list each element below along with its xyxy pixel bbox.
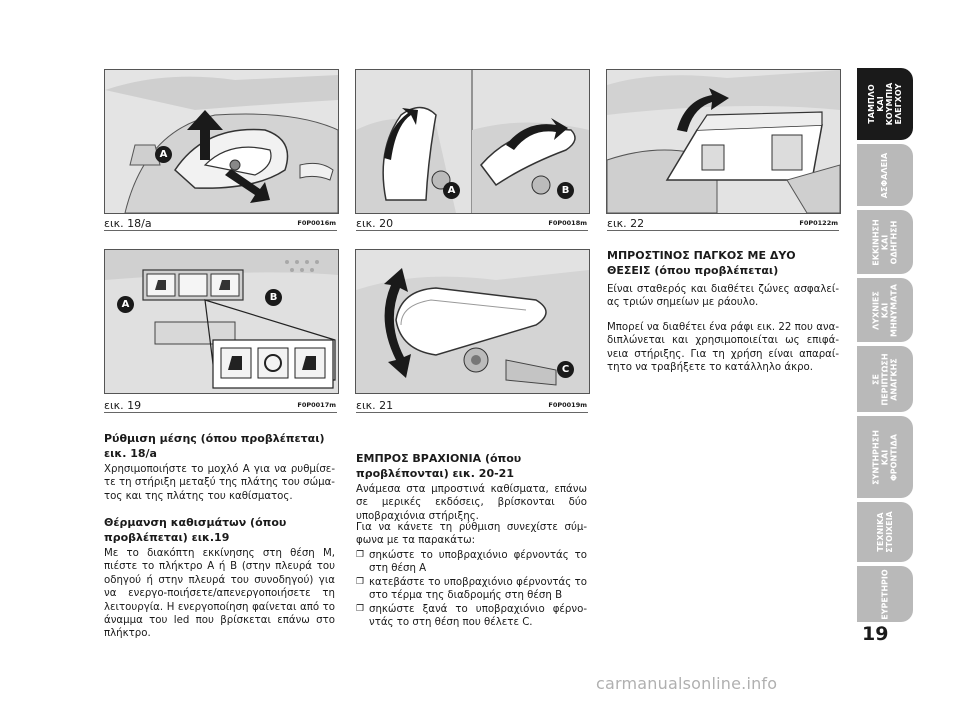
armrest-steps-intro: Για να κάνετε τη ρύθμιση συνεχίστε σύμ-φ… [356,522,587,547]
figure-label-c: C [557,361,574,378]
figure-20-code: F0P0018m [548,219,587,227]
figure-19: A B [104,249,339,394]
figure-18a-caption: εικ. 18/a [104,217,152,230]
lumbar-adjust-text: Χρησιμοποιήστε το μοχλό A για να ρυθμίσε… [104,464,335,502]
tab-dashboard-controls[interactable]: ΤΑΜΠΛΟ ΚΑΙ ΚΟΥΜΠΙΑ ΕΛΕΓΧΟΥ [857,68,913,140]
lumbar-lever-illustration [105,70,338,213]
figure-18a-rule [104,230,337,231]
figure-21: C [355,249,590,394]
armrest-positions-illustration [356,70,589,213]
figure-22 [606,69,841,214]
tab-safety[interactable]: ΑΣΦΑΛΕΙΑ [857,144,913,206]
figure-label-b: B [557,182,574,199]
tab-warning-lights[interactable]: ΛΥΧΝΙΕΣ ΚΑΙ ΜΗΝΥΜΑΤΑ [857,278,913,342]
list-item: σηκώστε ξανά το υποβραχιόνιο φέρνο-ντάς … [356,603,587,630]
front-bench-text-1: Είναι σταθερός και διαθέτει ζώνες ασφαλε… [607,284,839,309]
front-bench-tray-illustration [607,70,840,213]
figure-label-a: A [443,182,460,199]
lumbar-adjust-heading: Ρύθμιση μέσης (όπου προβλέπεται) εικ. 18… [104,432,325,460]
figure-label-b: B [265,289,282,306]
watermark: carmanualsonline.info [596,674,778,693]
front-bench-text-2: Μπορεί να διαθέτει ένα ράφι εικ. 22 που … [607,322,839,374]
figure-18a: A [104,69,339,214]
figure-21-rule [356,412,588,413]
tab-index[interactable]: ΕΥΡΕΤΗΡΙΟ [857,566,913,622]
figure-20-caption: εικ. 20 [356,217,394,230]
seat-heating-switch-illustration [105,250,338,393]
seat-heating-text: Με το διακόπτη εκκίνησης στη θέση M, πιέ… [104,548,335,640]
figure-21-code: F0P0019m [548,401,587,409]
figure-20-rule [356,230,588,231]
figure-19-code: F0P0017m [297,401,336,409]
figure-19-rule [104,412,337,413]
figure-22-rule [607,230,839,231]
armrest-heading: ΕΜΠΡΟΣ ΒΡΑΧΙΟΝΙΑ (όπου προβλέπονται) εικ… [356,452,522,480]
tab-maintenance[interactable]: ΣΥΝΤΗΡΗΣΗ ΚΑΙ ΦΡΟΝΤΙΔΑ [857,416,913,498]
figure-label-a: A [155,146,172,163]
figure-19-caption: εικ. 19 [104,399,142,412]
front-bench-heading: ΜΠΡΟΣΤΙΝΟΣ ΠΑΓΚΟΣ ΜΕ ΔΥΟ ΘΕΣΕΙΣ (όπου πρ… [607,249,796,277]
page-number: 19 [862,623,889,645]
tab-technical-data[interactable]: ΤΕΧΝΙΚΑ ΣΤΟΙΧΕΙΑ [857,502,913,562]
figure-22-code: F0P0122m [799,219,838,227]
list-item: κατεβάστε το υποβραχιόνιο φέρνοντάς το σ… [356,576,587,603]
figure-label-a: A [117,296,134,313]
figure-21-caption: εικ. 21 [356,399,394,412]
tab-emergency[interactable]: ΣΕ ΠΕΡΙΠΤΩΣΗ ΑΝΑΓΚΗΣ [857,346,913,412]
figure-22-caption: εικ. 22 [607,217,645,230]
list-item: σηκώστε το υποβραχιόνιο φέρνοντάς το στη… [356,549,587,576]
armrest-steps-list: σηκώστε το υποβραχιόνιο φέρνοντάς το στη… [356,549,587,629]
armrest-intro-text: Ανάμεσα στα μπροστινά καθίσματα, επάνω σ… [356,484,587,522]
tab-starting-driving[interactable]: ΕΚΚΙΝΗΣΗ ΚΑΙ ΟΔΗΓΗΣΗ [857,210,913,274]
seat-heating-heading: Θέρμανση καθισμάτων (όπου προβλέπεται) ε… [104,516,287,544]
armrest-adjust-illustration [356,250,589,393]
figure-18a-code: F0P0016m [297,219,336,227]
figure-20: A B [355,69,590,214]
